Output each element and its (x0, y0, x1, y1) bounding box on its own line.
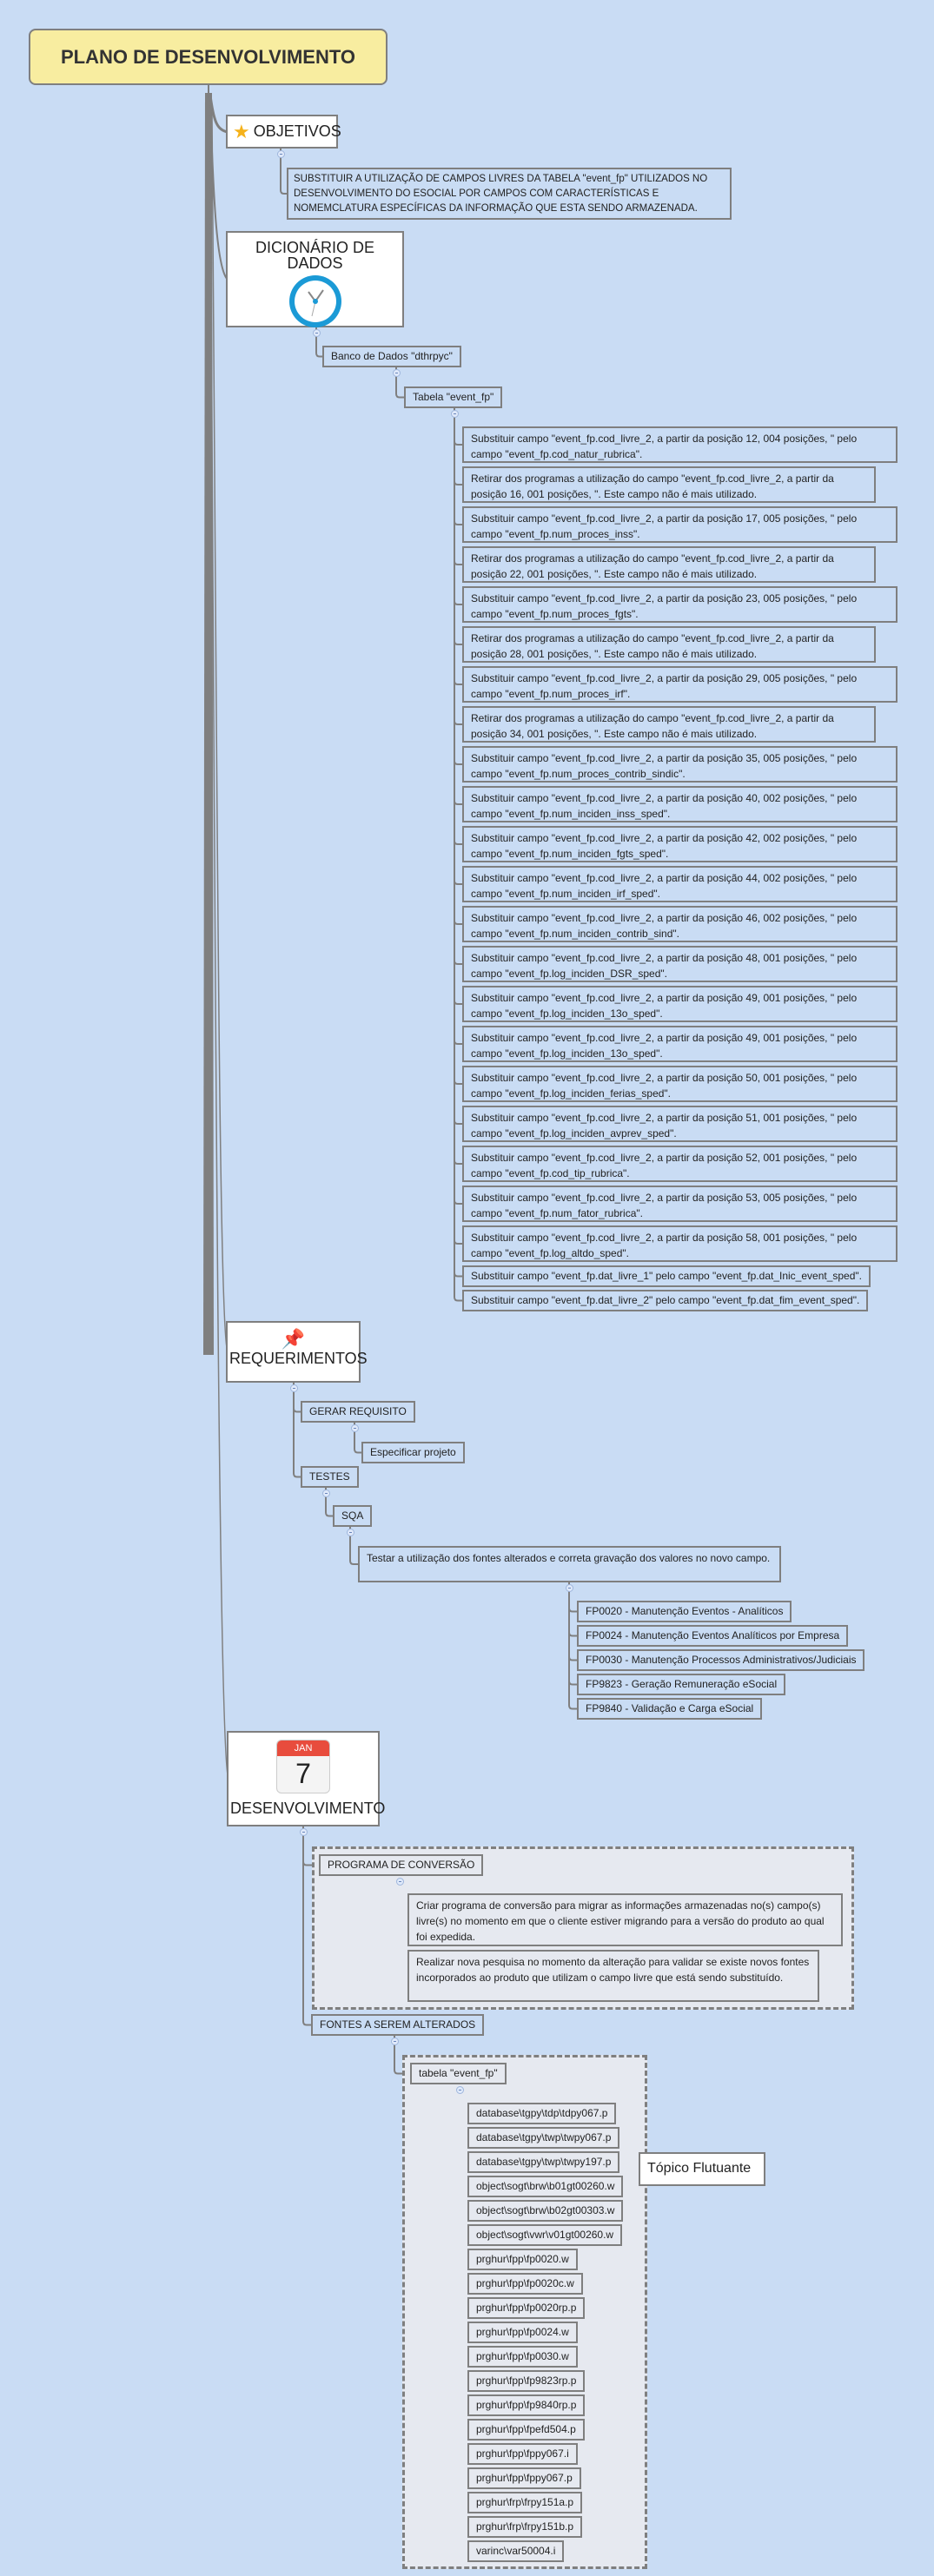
file-item[interactable]: prghur\frp\frpy151b.p (467, 2516, 583, 2538)
dicionario-title: DICIONÁRIO DE DADOS (255, 239, 374, 272)
requerimentos-title: REQUERIMENTOS (229, 1350, 368, 1367)
dictionary-item[interactable]: Retirar dos programas a utilização do ca… (462, 706, 876, 743)
program-item[interactable]: FP9823 - Geração Remuneração eSocial (577, 1674, 786, 1695)
programa-de-conversao-node[interactable]: PROGRAMA DE CONVERSÃO (319, 1854, 484, 1876)
calendar-day: 7 (295, 1758, 311, 1789)
file-item[interactable]: prghur\fpp\fp0020c.w (467, 2273, 583, 2295)
root-topic[interactable]: PLANO DE DESENVOLVIMENTO (29, 29, 388, 85)
dictionary-item[interactable]: Substituir campo "event_fp.cod_livre_2, … (462, 426, 898, 463)
file-item[interactable]: varinc\var50004.i (467, 2540, 565, 2562)
sqa-node[interactable]: SQA (333, 1505, 373, 1527)
collapse-toggle[interactable] (451, 410, 459, 418)
pushpin-icon: 📌 (281, 1328, 306, 1350)
dictionary-item[interactable]: Substituir campo "event_fp.cod_livre_2, … (462, 986, 898, 1022)
file-item[interactable]: prghur\frp\frpy151a.p (467, 2492, 583, 2513)
program-item[interactable]: FP0020 - Manutenção Eventos - Analíticos (577, 1601, 792, 1622)
dictionary-item[interactable]: Substituir campo "event_fp.cod_livre_2, … (462, 1225, 898, 1262)
testar-node[interactable]: Testar a utilização dos fontes alterados… (358, 1546, 781, 1582)
fontes-node[interactable]: FONTES A SEREM ALTERADOS (311, 2014, 485, 2036)
dictionary-item[interactable]: Substituir campo "event_fp.cod_livre_2, … (462, 1066, 898, 1102)
dictionary-item[interactable]: Retirar dos programas a utilização do ca… (462, 466, 876, 503)
especificar-projeto-node[interactable]: Especificar projeto (361, 1442, 465, 1463)
file-item[interactable]: prghur\fpp\fppy067.p (467, 2467, 581, 2489)
desenvolvimento-title: DESENVOLVIMENTO (230, 1800, 386, 1817)
dictionary-item[interactable]: Substituir campo "event_fp.cod_livre_2, … (462, 506, 898, 543)
collapse-toggle[interactable] (391, 2038, 399, 2045)
tabela-event-fp-node[interactable]: tabela "event_fp" (410, 2063, 507, 2084)
collapse-toggle[interactable] (566, 1584, 573, 1592)
gerar-requisito-node[interactable]: GERAR REQUISITO (301, 1401, 415, 1423)
dictionary-item[interactable]: Substituir campo "event_fp.dat_livre_2" … (462, 1290, 869, 1311)
dictionary-item[interactable]: Substituir campo "event_fp.cod_livre_2, … (462, 826, 898, 862)
objetivos-title: OBJETIVOS (253, 122, 341, 140)
root-title: PLANO DE DESENVOLVIMENTO (60, 45, 355, 68)
program-item[interactable]: FP0030 - Manutenção Processos Administra… (577, 1649, 865, 1671)
dictionary-item[interactable]: Substituir campo "event_fp.cod_livre_2, … (462, 1106, 898, 1142)
collapse-toggle[interactable] (393, 369, 401, 377)
criar-programa-node[interactable]: Criar programa de conversão para migrar … (407, 1893, 843, 1946)
file-item[interactable]: database\tgpy\twp\twpy197.p (467, 2151, 620, 2173)
topic-dicionario-de-dados[interactable]: DICIONÁRIO DE DADOS (226, 231, 404, 327)
collapse-toggle[interactable] (313, 329, 321, 337)
dictionary-item[interactable]: Substituir campo "event_fp.cod_livre_2, … (462, 786, 898, 822)
file-item[interactable]: prghur\fpp\fp0024.w (467, 2322, 578, 2343)
dictionary-item[interactable]: Substituir campo "event_fp.cod_livre_2, … (462, 866, 898, 902)
dictionary-item[interactable]: Substituir campo "event_fp.cod_livre_2, … (462, 586, 898, 623)
calendar-month: JAN (277, 1740, 329, 1756)
fontes-boundary (402, 2055, 647, 2569)
file-item[interactable]: object\sogt\vwr\v01gt00260.w (467, 2224, 623, 2246)
collapse-toggle[interactable] (351, 1424, 359, 1432)
dictionary-item[interactable]: Substituir campo "event_fp.cod_livre_2, … (462, 946, 898, 982)
star-icon: ★ (233, 121, 250, 142)
collapse-toggle[interactable] (290, 1384, 298, 1392)
collapse-toggle[interactable] (277, 150, 285, 158)
file-item[interactable]: database\tgpy\tdp\tdpy067.p (467, 2103, 617, 2124)
calendar-icon: JAN 7 (276, 1740, 330, 1793)
banco-de-dados-node[interactable]: Banco de Dados "dthrpyc" (322, 346, 461, 367)
file-item[interactable]: prghur\fpp\fp0030.w (467, 2346, 578, 2368)
file-item[interactable]: prghur\fpp\fp9840rp.p (467, 2394, 586, 2416)
program-item[interactable]: FP0024 - Manutenção Eventos Analíticos p… (577, 1625, 849, 1647)
collapse-toggle[interactable] (456, 2086, 464, 2094)
tabela-node[interactable]: Tabela "event_fp" (404, 386, 503, 408)
file-item[interactable]: prghur\fpp\fppy067.i (467, 2443, 578, 2465)
dictionary-item[interactable]: Substituir campo "event_fp.cod_livre_2, … (462, 1186, 898, 1222)
program-item[interactable]: FP9840 - Validação e Carga eSocial (577, 1698, 763, 1720)
objetivos-description[interactable]: SUBSTITUIR A UTILIZAÇÃO DE CAMPOS LIVRES… (287, 168, 732, 220)
file-item[interactable]: prghur\fpp\fp0020.w (467, 2249, 578, 2270)
testes-node[interactable]: TESTES (301, 1466, 359, 1488)
programa-boundary (312, 1846, 854, 2010)
topic-desenvolvimento[interactable]: JAN 7 DESENVOLVIMENTO (227, 1731, 386, 1826)
collapse-toggle[interactable] (396, 1878, 404, 1886)
topic-requerimentos[interactable]: 📌 REQUERIMENTOS (226, 1321, 368, 1383)
dictionary-item[interactable]: Substituir campo "event_fp.cod_livre_2, … (462, 1026, 898, 1062)
dictionary-item[interactable]: Retirar dos programas a utilização do ca… (462, 626, 876, 663)
file-item[interactable]: prghur\fpp\fp9823rp.p (467, 2370, 586, 2392)
floating-topic[interactable]: Tópico Flutuante (639, 2152, 765, 2186)
collapse-toggle[interactable] (322, 1489, 330, 1497)
file-item[interactable]: database\tgpy\twp\twpy067.p (467, 2127, 620, 2149)
clock-icon (288, 275, 341, 327)
file-item[interactable]: prghur\fpp\fp0020rp.p (467, 2297, 586, 2319)
dictionary-item[interactable]: Retirar dos programas a utilização do ca… (462, 546, 876, 583)
file-item[interactable]: object\sogt\brw\b01gt00260.w (467, 2176, 624, 2197)
dictionary-item[interactable]: Substituir campo "event_fp.cod_livre_2, … (462, 746, 898, 783)
dictionary-item[interactable]: Substituir campo "event_fp.cod_livre_2, … (462, 906, 898, 942)
dictionary-item[interactable]: Substituir campo "event_fp.dat_livre_1" … (462, 1265, 871, 1287)
file-item[interactable]: prghur\fpp\fpefd504.p (467, 2419, 585, 2441)
realizar-pesquisa-node[interactable]: Realizar nova pesquisa no momento da alt… (407, 1950, 819, 2002)
collapse-toggle[interactable] (347, 1529, 354, 1536)
file-item[interactable]: object\sogt\brw\b02gt00303.w (467, 2200, 624, 2222)
collapse-toggle[interactable] (300, 1828, 308, 1836)
dictionary-item[interactable]: Substituir campo "event_fp.cod_livre_2, … (462, 666, 898, 703)
topic-objetivos[interactable]: ★ OBJETIVOS (226, 115, 341, 149)
dictionary-item[interactable]: Substituir campo "event_fp.cod_livre_2, … (462, 1146, 898, 1182)
